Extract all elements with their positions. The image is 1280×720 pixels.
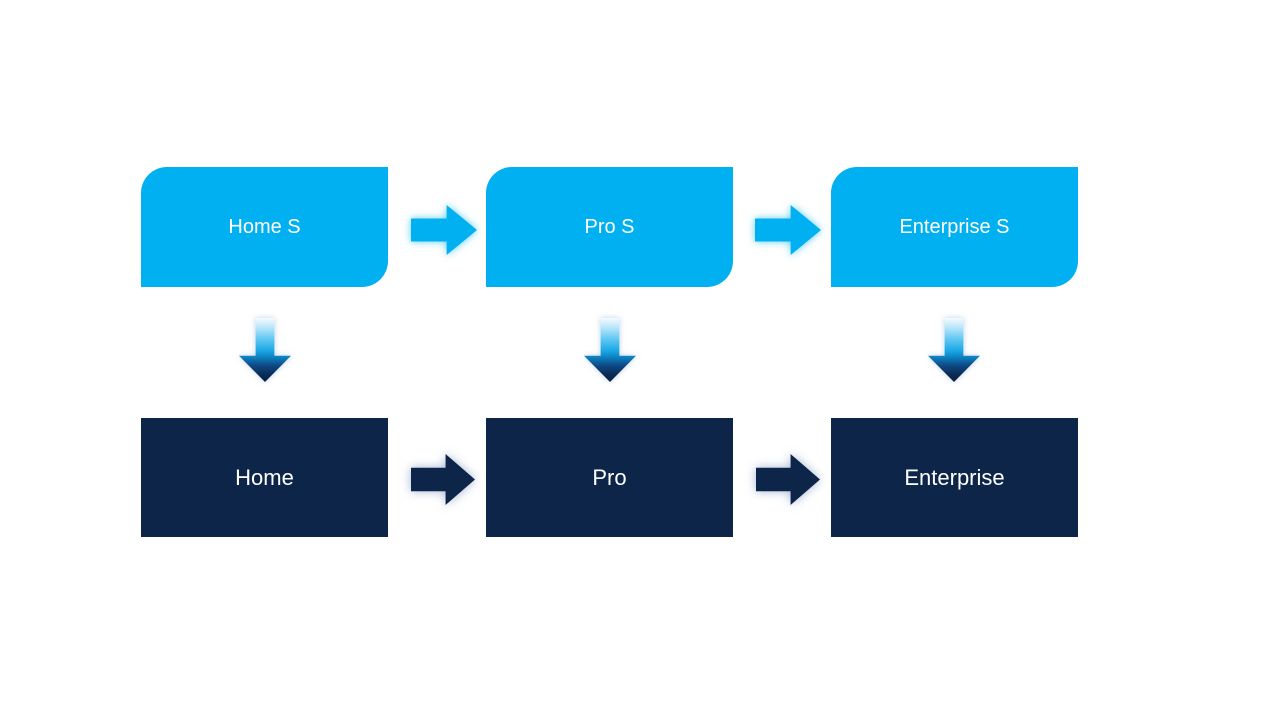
down-arrow-icon	[928, 318, 980, 382]
node-pro: Pro	[486, 418, 733, 537]
node-pro-s: Pro S	[486, 167, 733, 287]
right-arrow-shape	[755, 205, 821, 255]
node-enterprise: Enterprise	[831, 418, 1078, 537]
right-arrow-icon	[755, 205, 821, 255]
node-label: Home S	[228, 215, 301, 238]
right-arrow-icon	[411, 205, 477, 255]
down-arrow-shape	[584, 318, 636, 382]
right-arrow-icon	[756, 454, 820, 505]
node-label: Home	[235, 464, 294, 490]
right-arrow-shape	[411, 205, 477, 255]
node-label: Pro	[592, 464, 627, 490]
right-arrow-shape	[411, 454, 475, 505]
node-label: Enterprise S	[899, 215, 1010, 238]
node-label: Enterprise	[904, 464, 1005, 490]
node-home: Home	[141, 418, 388, 537]
right-arrow-icon	[411, 454, 475, 505]
right-arrow-shape	[756, 454, 820, 505]
down-arrow-icon	[584, 318, 636, 382]
node-label: Pro S	[584, 215, 635, 238]
down-arrow-shape	[928, 318, 980, 382]
node-enterprise-s: Enterprise S	[831, 167, 1078, 287]
down-arrow-shape	[239, 318, 291, 382]
node-home-s: Home S	[141, 167, 388, 287]
down-arrow-icon	[239, 318, 291, 382]
